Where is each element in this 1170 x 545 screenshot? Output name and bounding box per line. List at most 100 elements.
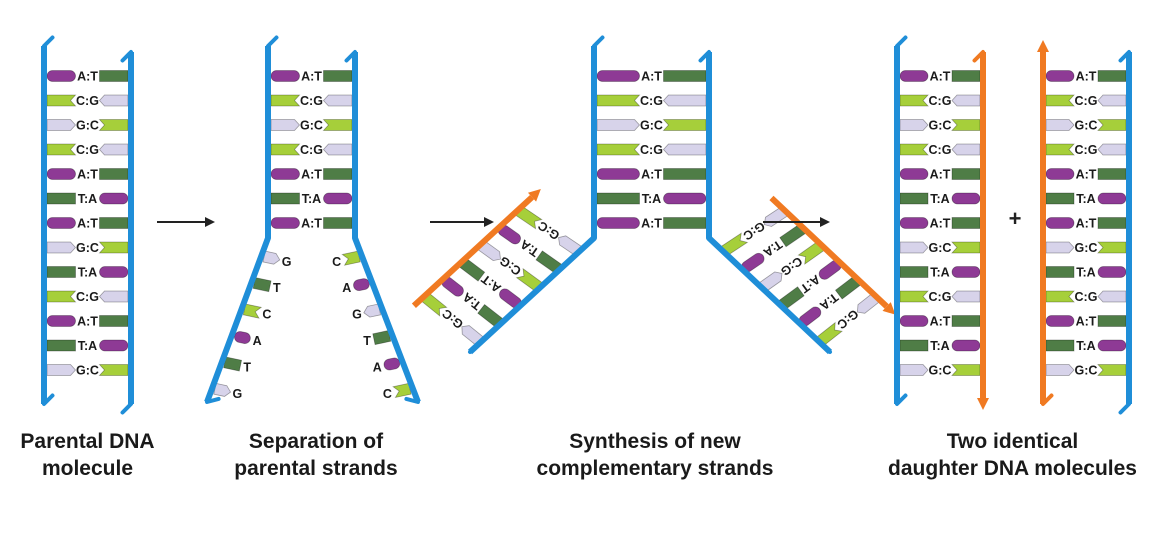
base-pair-label: T:A	[78, 266, 97, 280]
separation-left-unpaired-base	[252, 277, 272, 293]
unpaired-base-label: A	[373, 361, 382, 375]
base-a	[99, 192, 129, 205]
synthesis-base-pair: A:T	[596, 217, 707, 231]
base-pair-label: C:G	[76, 290, 99, 304]
base-c	[951, 364, 981, 376]
base-pair-label: T:A	[930, 192, 949, 206]
separation-right-unpaired-base	[372, 330, 392, 346]
strand-end-hook	[1118, 50, 1131, 63]
caption-line: molecule	[41, 457, 134, 480]
synthesis-base-pair: C:G	[596, 143, 707, 157]
base-g	[98, 143, 129, 156]
base-t	[951, 217, 981, 229]
synthesis-base-pair: A:T	[596, 168, 707, 182]
caption-line: Separation of	[248, 430, 384, 453]
base-g	[322, 143, 353, 156]
base-t	[1097, 168, 1127, 180]
synthesis-base-pair: T:A	[596, 192, 707, 206]
strand-end-hook	[205, 396, 221, 404]
daughter-2-base-pair: A:T	[1045, 315, 1127, 329]
separation-right-unpaired-base	[341, 250, 361, 266]
base-pair-label: T:A	[1076, 192, 1095, 206]
unpaired-base-label: T	[243, 361, 251, 375]
base-t	[1045, 266, 1075, 278]
base-a	[951, 266, 981, 278]
base-pair-label: A:T	[930, 70, 951, 84]
base-t	[99, 70, 129, 82]
base-t	[99, 168, 129, 180]
unpaired-base-label: A	[342, 281, 351, 295]
separation-left-unpaired-base	[242, 303, 263, 319]
unpaired-base-label: T	[363, 334, 371, 348]
strand-end-hook	[592, 35, 605, 48]
parental-base-pair: A:T	[46, 168, 129, 182]
base-t	[252, 277, 272, 293]
synthesis-parental-right	[706, 52, 833, 355]
synthesis-parental-left	[467, 46, 597, 355]
base-g	[951, 94, 981, 107]
base-pair-label: C:G	[640, 94, 663, 108]
base-g	[1097, 143, 1127, 156]
strand-end-hook	[42, 35, 55, 48]
caption-line: complementary strands	[536, 457, 774, 480]
parental-base-pair: C:G	[46, 290, 129, 304]
base-t	[951, 315, 981, 327]
strand-end-hook	[120, 50, 133, 63]
synthesis-new-strand-right	[769, 195, 889, 309]
base-t	[323, 217, 353, 229]
daughter-1-base-pair: T:A	[899, 266, 981, 280]
daughter-1-base-pair: T:A	[899, 192, 981, 206]
base-g	[1097, 290, 1127, 303]
base-t	[46, 192, 76, 205]
caption-line: Two identical	[946, 430, 1079, 453]
base-c	[46, 290, 77, 303]
base-pair-label: T:A	[78, 192, 97, 206]
base-pair-label: G:C	[1075, 241, 1098, 255]
synthesis-base-pair: G:C	[596, 119, 707, 133]
base-g	[1045, 364, 1075, 376]
base-pair-label: G:C	[300, 119, 323, 133]
daughter-1-base-pair: A:T	[899, 217, 981, 231]
separation-left-unpaired-base	[223, 356, 243, 372]
base-c	[662, 119, 707, 131]
daughter-2-base-pair: G:C	[1045, 241, 1127, 255]
base-a	[899, 217, 929, 229]
base-t	[596, 192, 640, 205]
base-t	[46, 266, 76, 278]
base-g	[262, 250, 281, 265]
base-pair-label: A:T	[641, 70, 662, 84]
base-a	[1045, 315, 1075, 327]
base-c	[1045, 143, 1075, 156]
base-pair-label: A:T	[1076, 315, 1097, 329]
base-c	[951, 241, 981, 254]
separation-strand-left	[204, 46, 271, 404]
daughter-2-base-pair: A:T	[1045, 217, 1127, 231]
base-a	[99, 266, 129, 278]
strand-end-hook	[404, 396, 420, 404]
unpaired-base-label: C	[262, 308, 271, 322]
base-c	[46, 94, 77, 107]
base-a	[99, 339, 129, 352]
base-a	[383, 357, 401, 371]
base-pair-label: C:G	[929, 143, 952, 157]
unpaired-base-label: G	[352, 308, 362, 322]
base-c	[242, 303, 263, 319]
base-c	[46, 143, 77, 156]
base-a	[46, 168, 76, 180]
daughter-2-base-pair: A:T	[1045, 168, 1127, 182]
strand-end-hook	[972, 50, 985, 63]
base-g	[899, 364, 929, 376]
strand-end-hook	[895, 393, 908, 406]
base-g	[270, 119, 301, 131]
plus-sign: +	[1008, 206, 1022, 231]
strand-end-hook	[698, 50, 711, 63]
caption-synthesis-of-new-strands: Synthesis of new complementary strands	[520, 428, 790, 482]
base-a	[899, 168, 929, 180]
base-g	[98, 290, 129, 303]
daughter-1-base-pair: G:C	[899, 119, 981, 133]
parental-base-pair: C:G	[46, 94, 129, 108]
base-pair-label: C:G	[76, 143, 99, 157]
base-t	[46, 339, 76, 352]
base-pair-label: T:A	[642, 192, 661, 206]
